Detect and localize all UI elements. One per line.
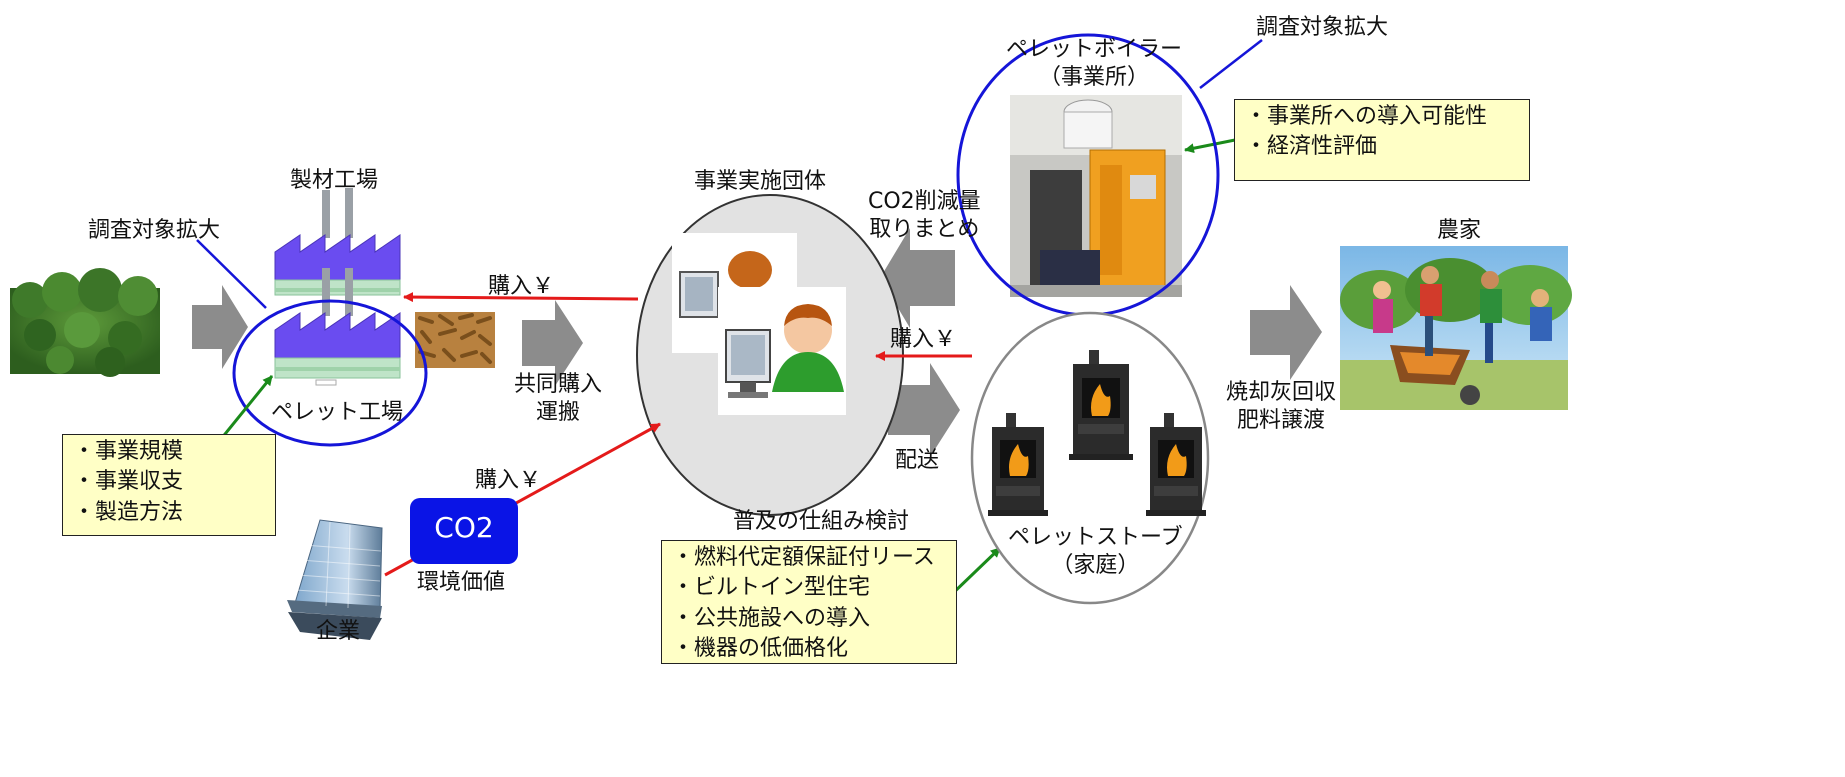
boiler-photo [1010, 95, 1182, 297]
boiler-survey-note: ・事業所への導入可能性 ・経済性評価 [1234, 99, 1530, 181]
stove-illustrations [988, 350, 1206, 516]
organization-label: 事業実施団体 [694, 169, 827, 194]
boiler-label: ペレットボイラー （事業所） [1006, 37, 1183, 90]
payment-arrow-org-to-factory [403, 292, 639, 303]
sawmill-label: 製材工場 [290, 168, 379, 193]
pellet-factory-illustration [274, 268, 401, 386]
stove-label: ペレットストーブ （家庭） [1008, 525, 1183, 578]
survey-expand-label-right: 調査対象拡大 [1256, 15, 1389, 40]
purchase-label-bottom: 購入￥ [475, 468, 542, 493]
co2-badge-shape [410, 498, 518, 564]
flow-arrows [192, 228, 1322, 457]
farmer-label: 農家 [1437, 218, 1482, 243]
arrow-org-to-stove [888, 363, 960, 457]
environment-value-label: 環境価値 [417, 570, 506, 595]
arrow-boiler-to-org [880, 228, 955, 328]
diffusion-label: 普及の仕組み検討 [733, 509, 910, 534]
organization-node [636, 194, 904, 516]
forest-illustration [10, 268, 160, 377]
arrow-forest-to-factory [192, 285, 248, 369]
note-arrow-boiler [1184, 138, 1236, 154]
survey-callout-line-right [1199, 39, 1263, 89]
survey-callout-line-left [196, 239, 267, 309]
purchase-label-top: 購入￥ [488, 274, 555, 299]
note-arrow-stove [948, 546, 1002, 598]
company-building-illustration [287, 519, 383, 640]
arrow-to-farmer [1250, 285, 1322, 380]
survey-expand-label-left: 調査対象拡大 [88, 218, 221, 243]
sawmill-illustration [274, 188, 401, 296]
diffusion-note: ・燃料代定額保証付リース ・ビルトイン型住宅 ・公共施設への導入 ・機器の低価格… [661, 540, 957, 664]
ash-label: 焼却灰回収 肥料譲渡 [1226, 380, 1337, 433]
pellet-factory-highlight [232, 299, 428, 447]
co2-collect-label: CO2削減量 取りまとめ [868, 189, 981, 242]
arrow-factory-to-org [522, 300, 583, 386]
pellets-illustration [415, 312, 495, 368]
factory-survey-note: ・事業規模 ・事業収支 ・製造方法 [62, 434, 276, 536]
company-label: 企業 [316, 619, 361, 644]
delivery-label: 配送 [895, 448, 940, 473]
purchase-label-mid: 購入￥ [890, 327, 957, 352]
farmers-illustration [1340, 246, 1572, 410]
co2-badge-label: CO2 [434, 511, 494, 544]
joint-purchase-label: 共同購入 運搬 [514, 372, 603, 425]
pellet-factory-label: ペレット工場 [271, 400, 404, 425]
